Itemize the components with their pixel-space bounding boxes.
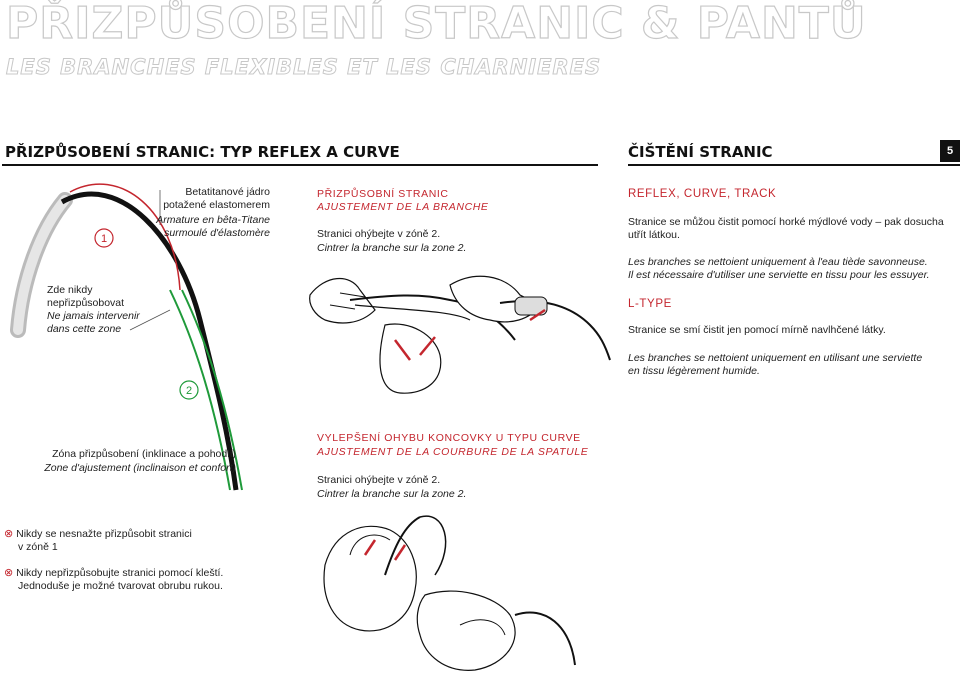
ltype-text-cz: Stranice se smí čistit jen pomocí mírně …: [628, 324, 886, 336]
zone-label-fr: Zone d'ajustement (inclinaison et confor…: [44, 462, 236, 474]
temple-text-fr: Cintrer la branche sur la zone 2.: [317, 242, 467, 254]
tip-heading-fr: AJUSTEMENT DE LA COURBURE DE LA SPATULE: [317, 446, 589, 458]
reflex-text-cz: Stranice se můžou čistit pomocí horké mý…: [628, 216, 944, 241]
zone-1-marker: [94, 228, 114, 248]
temple-text-cz: Stranici ohýbejte v zóně 2.: [317, 228, 441, 240]
temple-diagram: 1 2: [10, 183, 243, 491]
left-section-title: PŘIZPŮSOBENÍ STRANIC: TYP REFLEX A CURVE: [5, 143, 400, 161]
tip-text-cz: Stranici ohýbejte v zóně 2.: [317, 474, 441, 486]
circle-x-icon: ⊗: [4, 567, 14, 579]
page-title: PŘIZPŮSOBENÍ STRANIC & PANTŮ: [5, 0, 867, 50]
zone-1-label: 1: [101, 233, 107, 245]
page-number: 5: [940, 140, 960, 162]
circle-x-icon: ⊗: [4, 528, 14, 540]
hands-bending-temple-illustration: [309, 275, 611, 394]
hands-bending-tip-illustration: [323, 515, 576, 671]
tip-heading-cz: VYLEPŠENÍ OHYBU KONCOVKY U TYPU CURVE: [317, 432, 581, 444]
reflex-heading: REFLEX, CURVE, TRACK: [628, 188, 777, 200]
warning-item-1: ⊗ Nikdy se nesnažte přizpůsobit stranici…: [4, 528, 192, 553]
right-section-rule: [628, 164, 960, 166]
temple-heading-fr: AJUSTEMENT DE LA BRANCHE: [317, 201, 489, 213]
zone-label-cz: Zóna přizpůsobení (inklinace a pohodlí): [52, 448, 236, 460]
zone-2-label: 2: [186, 385, 192, 397]
warning-item-2: ⊗ Nikdy nepřizpůsobujte stranici pomocí …: [4, 567, 224, 592]
right-section-title: ČIŠTĚNÍ STRANIC: [628, 143, 773, 161]
temple-heading-cz: PŘIZPŮSOBNÍ STRANIC: [317, 188, 449, 200]
page-subtitle: LES BRANCHES FLEXIBLES ET LES CHARNIERES: [5, 55, 602, 80]
reflex-text-fr: Les branches se nettoient uniquement à l…: [628, 256, 930, 281]
ltype-text-fr: Les branches se nettoient uniquement en …: [628, 352, 923, 377]
zone-2-marker: [179, 380, 199, 400]
left-section-rule: [2, 164, 598, 166]
tip-text-fr: Cintrer la branche sur la zone 2.: [317, 488, 467, 500]
ltype-heading: L-TYPE: [628, 298, 672, 310]
